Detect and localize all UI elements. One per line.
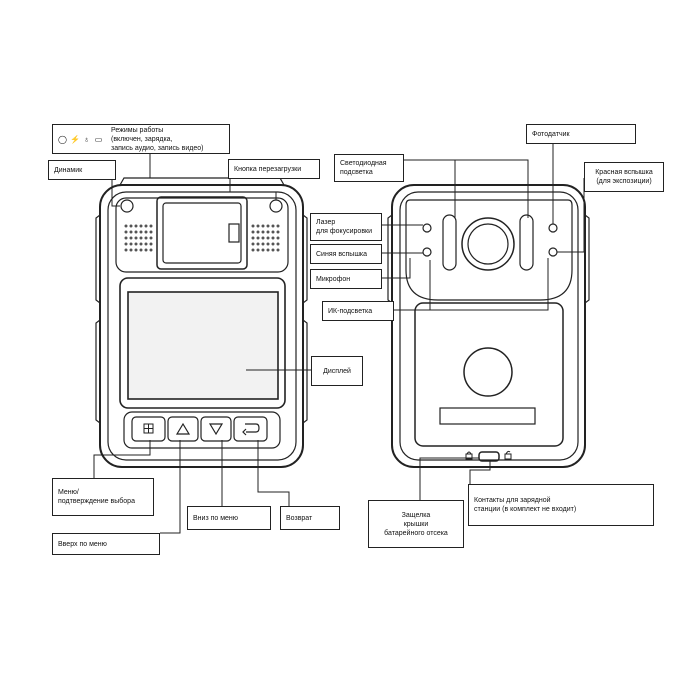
buttons-panel [123, 411, 281, 449]
microphone-icon: ♁ [83, 134, 90, 144]
down-arrow-glyph [208, 423, 224, 436]
back-view [387, 184, 590, 468]
front-camera-window-inner [162, 202, 242, 264]
red-flash-dot [548, 247, 558, 257]
back-body-outline [391, 184, 586, 468]
latch-slider [478, 451, 500, 462]
laser-text: Лазер для фокусировки [316, 219, 373, 235]
label-back: Возврат [280, 506, 340, 530]
leader-menu [93, 440, 151, 478]
display-bezel [119, 277, 286, 409]
display-screen [127, 291, 279, 400]
label-photosensor: Фотодатчик [526, 124, 636, 144]
main-lens-inner [467, 223, 509, 265]
leader-ir [392, 258, 549, 311]
latch-lock-icons [465, 450, 512, 460]
leader-up [160, 440, 181, 534]
front-upper-section [115, 197, 289, 273]
label-display: Дисплей [311, 356, 363, 386]
speaker-grill-right [251, 224, 280, 252]
main-lens [461, 217, 515, 271]
label-down-menu: Вниз по меню [187, 506, 271, 530]
back-arrow-glyph [242, 423, 260, 436]
leader-back [257, 440, 290, 508]
video-camera-icon: ▭ [94, 134, 103, 144]
front-indicator [228, 223, 240, 243]
menu-button-shape [131, 416, 166, 442]
back-text: Возврат [286, 514, 313, 522]
leader-redflash [557, 178, 585, 253]
label-contacts: Контакты для зарядной станции (в комплек… [468, 484, 654, 526]
label-up-menu: Вверх по меню [52, 533, 160, 555]
label-speaker: Динамик [48, 160, 116, 180]
speaker-text: Динамик [54, 166, 83, 174]
label-latch: Защелка крышки батарейного отсека [368, 500, 464, 548]
up-button-shape [167, 416, 199, 442]
led-left [442, 214, 457, 271]
label-menu-confirm: Меню/ подтверждение выбора [52, 478, 154, 516]
up-menu-text: Вверх по меню [58, 540, 107, 548]
camera-head [405, 199, 573, 301]
front-body-inner [107, 191, 297, 461]
contacts-text: Контакты для зарядной станции (в комплек… [474, 497, 577, 513]
ir-text: ИК-подсветка [328, 307, 373, 315]
screw-top-right [269, 199, 283, 213]
battery-charge-icon: ⚡ [70, 134, 80, 144]
battery-cover [414, 302, 564, 447]
front-left-grip [95, 214, 101, 424]
leader-speaker [111, 177, 120, 207]
blue-flash-dot [422, 247, 432, 257]
latch-text: Защелка крышки батарейного отсека [384, 511, 448, 537]
led-text: Светодиодная подсветка [340, 160, 387, 176]
modes-text: Режимы работы (включен, зарядка, запись … [111, 126, 204, 152]
leader-mic [381, 258, 411, 279]
label-mic: Микрофон [310, 269, 382, 289]
front-body-outline [99, 184, 304, 468]
label-red-flash: Красная вспышка (для экспозиции) [584, 162, 664, 192]
front-right-grip [302, 214, 308, 424]
led-right [519, 214, 534, 271]
back-body-inner [399, 191, 579, 461]
leader-contacts [469, 461, 491, 484]
front-top-cap [119, 177, 285, 186]
power-icon: ◯ [58, 134, 67, 144]
label-blue-flash: Синяя вспышка [310, 244, 382, 264]
speaker-grill-left [124, 224, 153, 252]
label-modes: ◯ ⚡ ♁ ▭ Режимы работы (включен, зарядка,… [52, 124, 230, 154]
battery-cover-label [439, 407, 536, 425]
up-arrow-glyph [175, 422, 191, 435]
back-right-grip [584, 214, 590, 304]
battery-cover-dial [463, 347, 513, 397]
menu-confirm-text: Меню/ подтверждение выбора [58, 489, 135, 505]
label-laser: Лазер для фокусировки [310, 213, 382, 241]
mode-icons: ◯ ⚡ ♁ ▭ [58, 135, 103, 144]
laser-dot [422, 223, 432, 233]
front-view [95, 177, 308, 468]
photosensor-dot [548, 223, 558, 233]
leader-led [396, 159, 529, 218]
down-button-shape [200, 416, 232, 442]
label-ir: ИК-подсветка [322, 301, 394, 321]
photosensor-text: Фотодатчик [532, 130, 570, 138]
reboot-text: Кнопка перезагрузки [234, 165, 302, 173]
down-menu-text: Вниз по меню [193, 514, 239, 522]
red-flash-text: Красная вспышка (для экспозиции) [595, 169, 653, 185]
leader-reboot [229, 177, 277, 200]
display-text: Дисплей [323, 367, 351, 375]
label-led: Светодиодная подсветка [334, 154, 404, 182]
back-button-shape [233, 416, 268, 442]
leader-lines [93, 143, 585, 534]
front-camera-window [156, 196, 248, 270]
menu-glyph [143, 423, 154, 434]
screw-top-left [120, 199, 134, 213]
label-reboot: Кнопка перезагрузки [228, 159, 320, 179]
leader-latch [419, 457, 479, 500]
mic-text: Микрофон [316, 275, 351, 283]
blue-flash-text: Синяя вспышка [316, 250, 368, 258]
